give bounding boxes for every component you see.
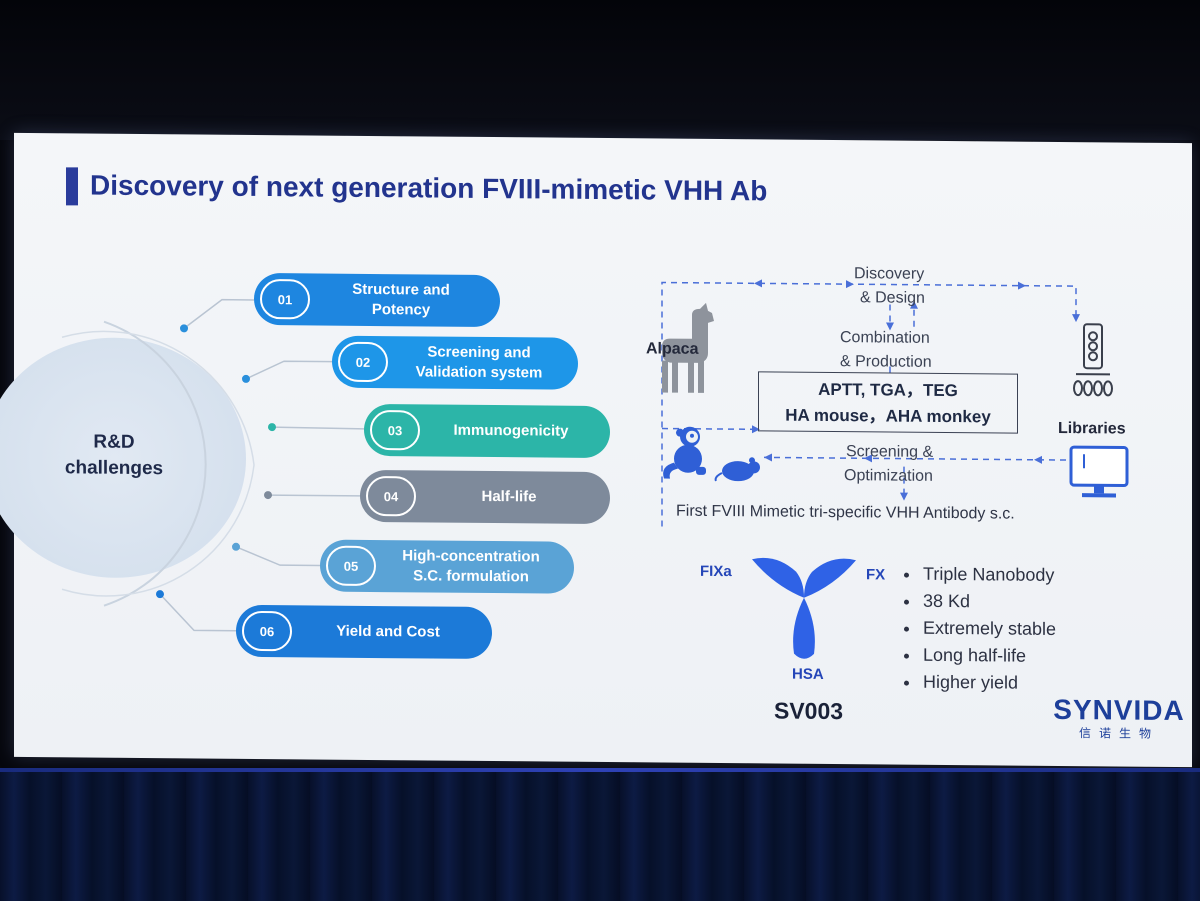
discovery-label-line1: Discovery bbox=[854, 265, 925, 283]
discovery-cycle-diagram: Discovery & Design Combination & Product… bbox=[614, 258, 1174, 623]
challenge-line1: High-concentration bbox=[402, 547, 540, 566]
mouse-icon bbox=[714, 457, 760, 482]
feature-item: Higher yield bbox=[904, 669, 1056, 697]
screening-label-line1: Screening & bbox=[846, 443, 934, 461]
challenge-pill-06: 06 Yield and Cost bbox=[236, 604, 492, 660]
feature-item: 38 Kd bbox=[904, 588, 1056, 616]
center-label-line1: R&D bbox=[93, 431, 135, 453]
challenge-pill-01: 01 Structure and Potency bbox=[254, 272, 500, 328]
challenges-arc bbox=[61, 320, 255, 607]
feature-text: Triple Nanobody bbox=[923, 563, 1055, 585]
challenge-pill-02: 02 Screening and Validation system bbox=[332, 335, 578, 390]
challenge-line1: Structure and bbox=[352, 280, 450, 299]
challenge-number: 02 bbox=[338, 341, 388, 383]
combination-label-line2: & Production bbox=[840, 353, 932, 371]
challenge-number: 03 bbox=[370, 409, 420, 451]
alpaca-label: Alpaca bbox=[646, 340, 699, 358]
stage-light-strip bbox=[0, 768, 1200, 774]
feature-text: 38 Kd bbox=[923, 590, 971, 612]
screening-label-line2: Optimization bbox=[844, 467, 933, 485]
antibody-arm-left-label: FIXa bbox=[700, 562, 732, 581]
challenge-label: Yield and Cost bbox=[336, 622, 440, 641]
connector-lines bbox=[156, 298, 365, 632]
challenge-pill-05: 05 High-concentration S.C. formulation bbox=[320, 539, 574, 594]
challenges-center-label: R&D challenges bbox=[54, 429, 174, 482]
projection-screen: Discovery of next generation FVIII-mimet… bbox=[0, 132, 1194, 768]
library-vial-icon bbox=[1073, 323, 1113, 397]
discovery-label-line2: & Design bbox=[860, 289, 925, 307]
feature-text: Long half-life bbox=[923, 644, 1027, 666]
challenge-line2: Validation system bbox=[415, 363, 543, 382]
stage-curtain bbox=[0, 772, 1200, 901]
antibody-arm-right-label: FX bbox=[866, 566, 886, 584]
assay-box-line1: APTT, TGA，TEG bbox=[818, 379, 958, 401]
feature-item: Triple Nanobody bbox=[904, 561, 1056, 589]
challenge-line1: Screening and bbox=[427, 343, 531, 362]
challenge-line2: Potency bbox=[371, 300, 431, 319]
challenge-line2: S.C. formulation bbox=[413, 567, 529, 586]
challenge-label: Immunogenicity bbox=[453, 421, 569, 440]
antibody-icon bbox=[752, 557, 856, 659]
challenge-pill-04: 04 Half-life bbox=[360, 469, 610, 525]
challenge-label: Structure and Potency bbox=[310, 279, 500, 321]
challenge-number: 05 bbox=[326, 545, 376, 587]
synvida-logo: SYNVIDA 信诺生物 bbox=[1044, 694, 1194, 742]
challenge-label: High-concentration S.C. formulation bbox=[376, 546, 574, 588]
product-features: Triple Nanobody 38 Kd Extremely stable L… bbox=[904, 561, 1056, 697]
assay-box-line2: HA mouse，AHA monkey bbox=[785, 405, 991, 427]
antibody-arm-bottom-label: HSA bbox=[792, 665, 824, 683]
feature-text: Extremely stable bbox=[923, 617, 1057, 639]
libraries-label: Libraries bbox=[1058, 419, 1126, 438]
room-background bbox=[0, 0, 1200, 140]
logo-wordmark: SYNVIDA bbox=[1053, 693, 1185, 727]
combination-label-line1: Combination bbox=[840, 329, 930, 347]
product-name: SV003 bbox=[774, 697, 844, 725]
alpaca-icon bbox=[662, 302, 714, 393]
challenge-pill-03: 03 Immunogenicity bbox=[364, 403, 610, 459]
challenge-label: Screening and Validation system bbox=[388, 342, 578, 384]
center-label-line2: challenges bbox=[64, 457, 164, 480]
challenge-number: 04 bbox=[366, 475, 416, 517]
assay-box: APTT, TGA，TEG HA mouse，AHA monkey bbox=[758, 371, 1018, 434]
computer-monitor-icon bbox=[1069, 445, 1129, 498]
challenge-number: 01 bbox=[260, 279, 310, 320]
monkey-icon bbox=[663, 426, 706, 479]
challenge-label: Half-life bbox=[481, 487, 537, 506]
challenge-number: 06 bbox=[242, 610, 292, 652]
feature-item: Extremely stable bbox=[904, 615, 1056, 643]
product-headline: First FVIII Mimetic tri-specific VHH Ant… bbox=[676, 502, 1015, 523]
feature-item: Long half-life bbox=[904, 642, 1056, 670]
feature-text: Higher yield bbox=[923, 671, 1019, 693]
